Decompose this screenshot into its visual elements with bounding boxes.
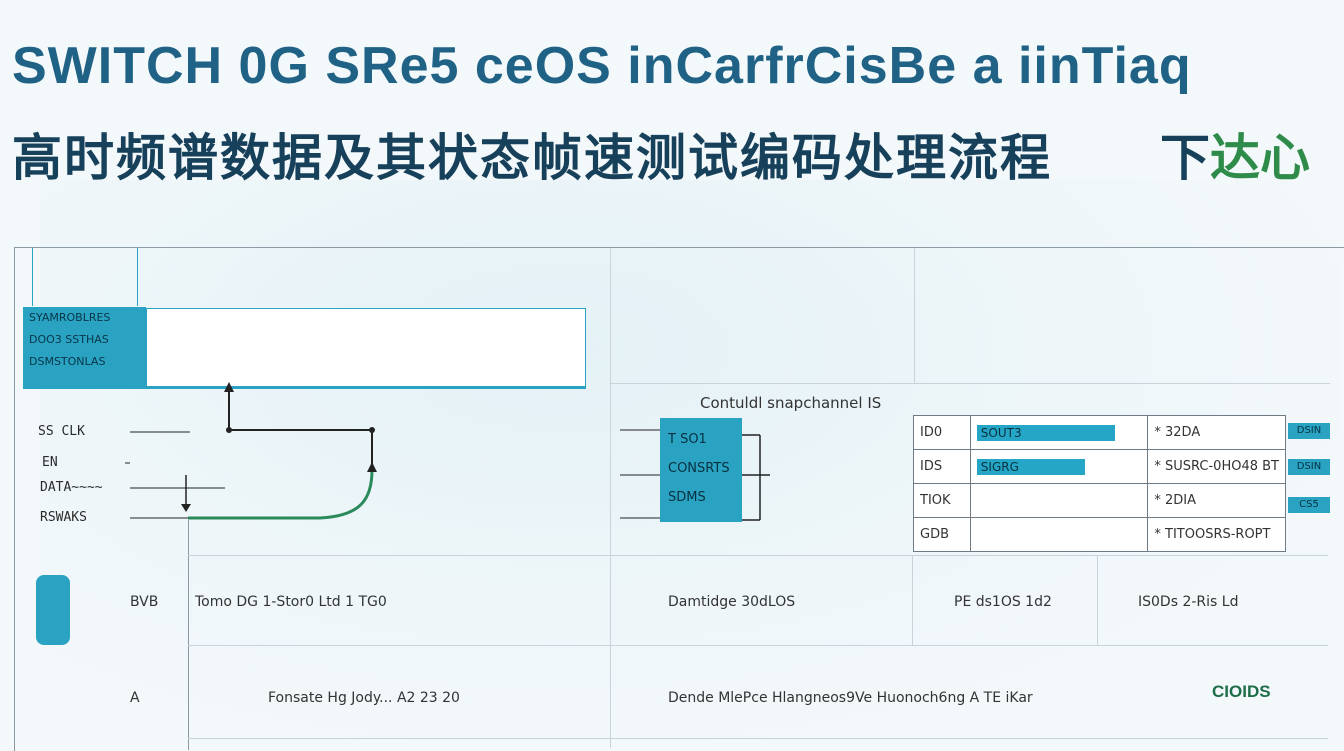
grid-vline [914, 248, 915, 383]
grid-vline [137, 248, 138, 306]
table-row: ID0 SOUT3 * 32DA [913, 415, 1286, 450]
config-panel-line: SYAMROBLRES [29, 311, 111, 324]
page-subtitle: 高时频谱数据及其状态帧速测试编码处理流程 [12, 130, 1052, 186]
config-panel-line: DSMSTONLAS [29, 355, 106, 368]
register-id: TIOK [913, 483, 971, 518]
register-id: GDB [913, 517, 971, 552]
register-bar-cell [969, 517, 1149, 552]
grid-hline [188, 555, 1328, 556]
config-panel-label: SYAMROBLRES DOO3 SSTHAS DSMSTONLAS [23, 307, 146, 389]
block-port-label: T SO1 [668, 432, 707, 447]
config-panel-box [146, 308, 586, 388]
block-port-label: SDMS [668, 490, 706, 505]
table-row: TIOK * 2DIA [913, 483, 1286, 518]
grid-vline [188, 520, 189, 750]
footer-badge: CIOIDS [1212, 682, 1271, 701]
signal-label: EN [42, 455, 58, 470]
register-tag: CS5 [1288, 497, 1330, 513]
config-panel-line: DOO3 SSTHAS [29, 333, 109, 346]
signal-label: DATA~~~~ [40, 480, 103, 495]
register-value: * 32DA [1147, 415, 1286, 450]
sensor-icon [36, 575, 70, 645]
grid-vline [1097, 555, 1098, 645]
timing-row-lead: BVB [130, 594, 159, 610]
grid-hline [188, 738, 1328, 739]
signal-label: SS CLK [38, 424, 85, 439]
register-value: * 2DIA [1147, 483, 1286, 518]
register-table: ID0 SOUT3 * 32DA IDS SIGRG * SUSRC-0HO48… [913, 415, 1286, 552]
register-tag: DSIN [1288, 423, 1330, 439]
register-id: IDS [913, 449, 971, 484]
page-title: SWITCH 0G SRe5 ceOS inCarfrCisBe a iinTi… [12, 37, 1192, 95]
timing-cell: Dende MlePce Hlangneos9Ve Huonoch6ng A T… [668, 690, 1033, 706]
grid-vline [32, 248, 33, 306]
signal-label: RSWAKS [40, 510, 87, 525]
grid-hline [610, 383, 1330, 384]
register-tag: DSIN [1288, 459, 1330, 475]
subtitle-suffix-b: 达心 [1210, 130, 1310, 186]
grid-vline [912, 555, 913, 645]
register-value: * TITOOSRS-ROPT [1147, 517, 1286, 552]
timing-cell: Damtidge 30dLOS [668, 594, 796, 610]
register-value: * SUSRC-0HO48 BT [1147, 449, 1286, 484]
timing-row-lead: A [130, 690, 140, 706]
table-row: GDB * TITOOSRS-ROPT [913, 517, 1286, 552]
timing-cell: Tomo DG 1-Stor0 Ltd 1 TG0 [195, 594, 387, 610]
register-bar: SIGRG [976, 458, 1085, 475]
table-row: IDS SIGRG * SUSRC-0HO48 BT [913, 449, 1286, 484]
timing-cell: Fonsate Hg Jody... A2 23 20 [268, 690, 460, 706]
subtitle-suffix: 下达心 [1160, 118, 1310, 190]
grid-vline [610, 248, 611, 748]
block-port-label: CONSRTS [668, 461, 730, 476]
subtitle-suffix-a: 下 [1160, 130, 1210, 186]
processing-block: T SO1 CONSRTS SDMS [660, 418, 742, 522]
timing-cell: PE ds1OS 1d2 [954, 594, 1052, 610]
timing-cell: IS0Ds 2-Ris Ld [1138, 594, 1239, 610]
grid-hline [188, 645, 1328, 646]
diagram-frame [14, 247, 1344, 751]
register-bar-cell [969, 483, 1149, 518]
register-bar-cell: SIGRG [969, 449, 1149, 484]
register-bar: SOUT3 [976, 424, 1115, 441]
register-bar-cell: SOUT3 [969, 415, 1149, 450]
config-panel-underline [23, 386, 586, 389]
block-caption: Contuldl snapchannel IS [700, 394, 882, 412]
register-id: ID0 [913, 415, 971, 450]
